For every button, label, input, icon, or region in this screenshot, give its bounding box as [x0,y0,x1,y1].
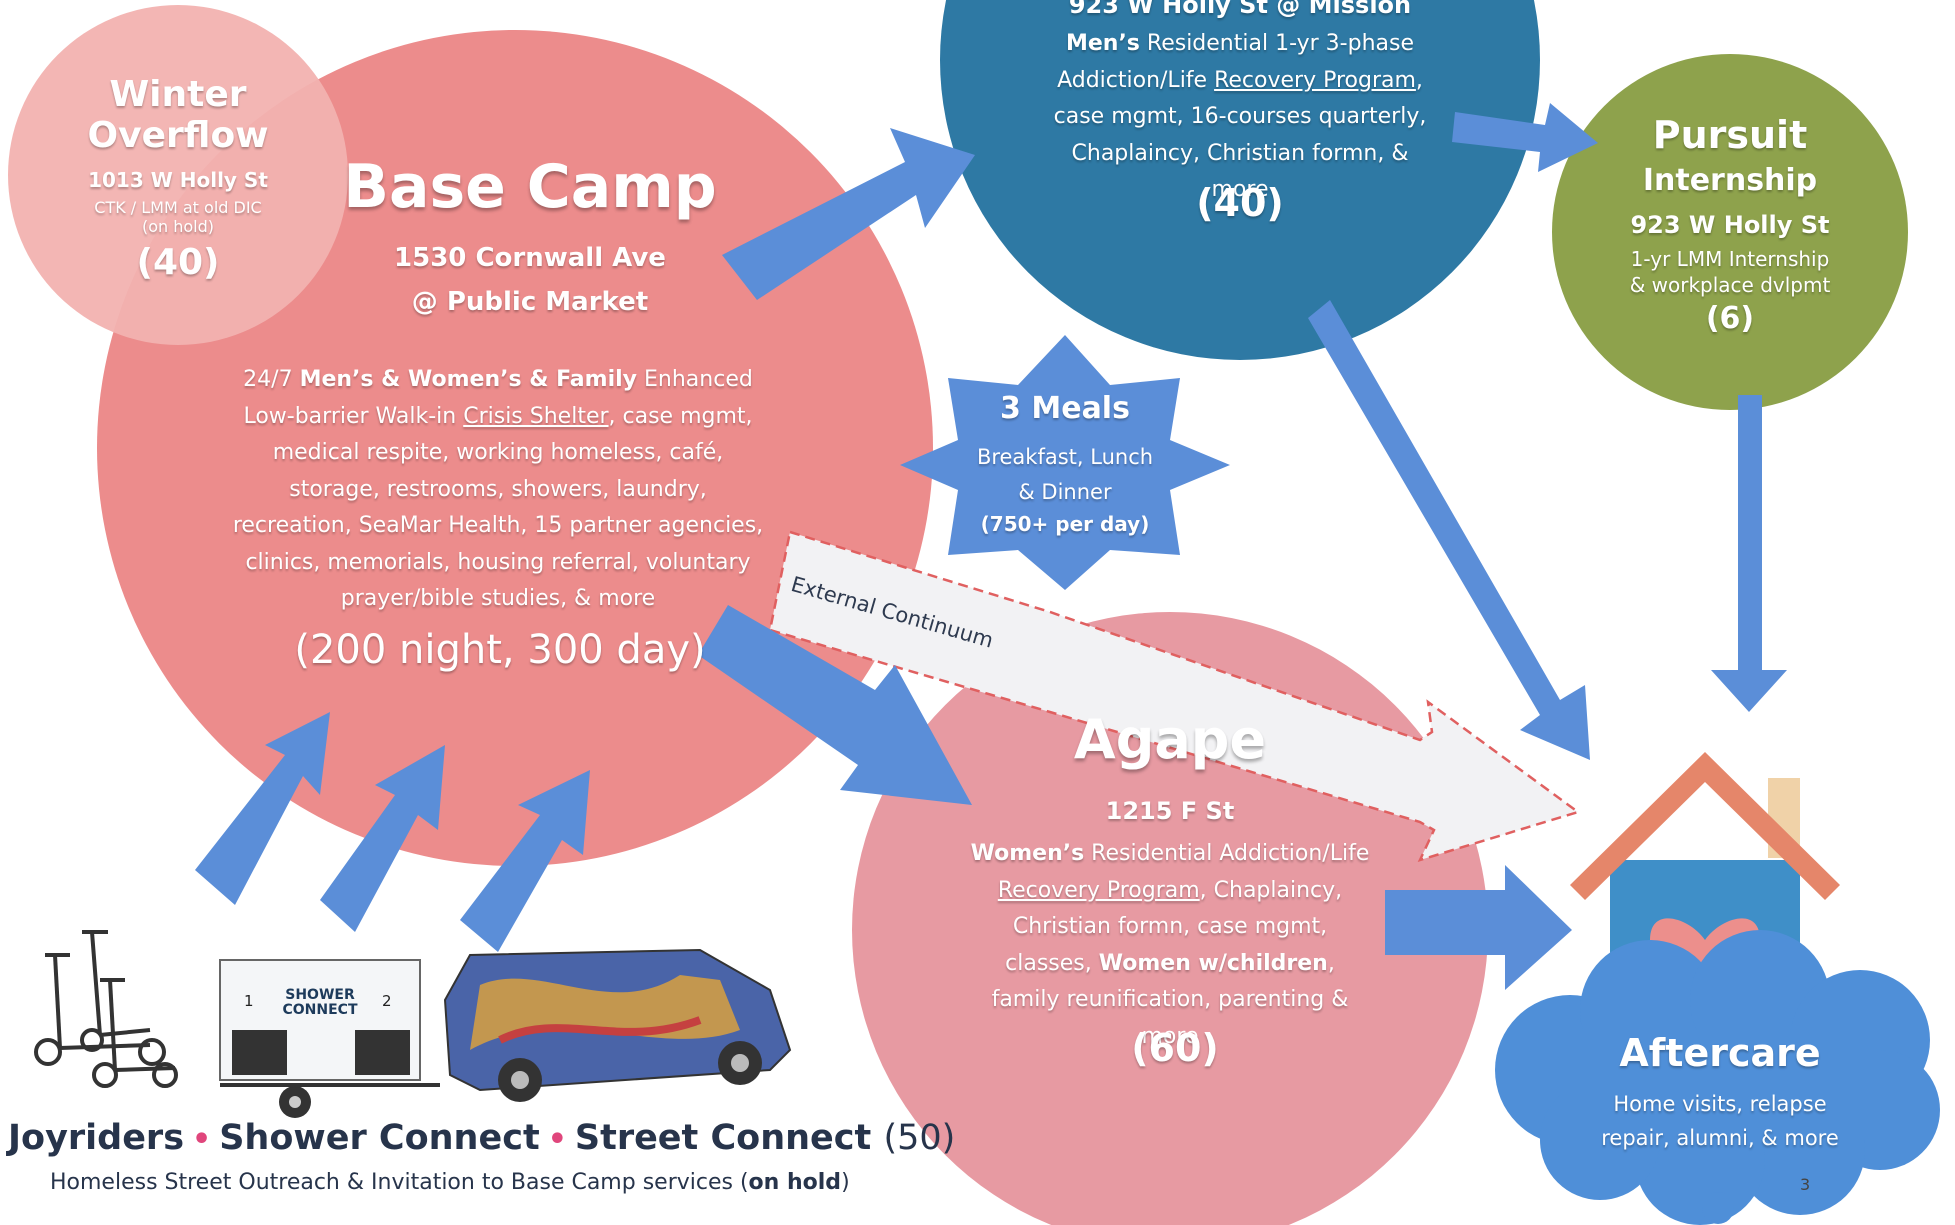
base-camp-description: 24/7 Men’s & Women’s & Family Enhanced L… [232,367,764,612]
cloud-icon [1495,930,1940,1225]
street-connect-label: Street Connect [574,1118,872,1158]
outreach-count: (50) [883,1118,956,1158]
outreach-subtitle: Homeless Street Outreach & Invitation to… [50,1170,850,1195]
winter-overflow-count: (40) [136,242,220,283]
mission-count: (40) [1196,181,1284,225]
arrow-icon [722,128,975,300]
separator: • [192,1122,212,1157]
pursuit-title: Pursuit [1652,113,1808,157]
agape-title: Agape [1073,708,1267,771]
base-camp-count: (200 night, 300 day) [294,627,706,673]
meals-title: 3 Meals [1000,391,1130,426]
van-icon [443,948,792,1102]
winter-overflow-title: Winter Overflow [87,74,269,157]
arrow-icon [460,770,590,952]
agape-address: 1215 F St [1105,797,1235,825]
pursuit-circle [1552,54,1908,410]
winter-overflow-circle [8,5,348,345]
pursuit-address: 923 W Holly St [1630,211,1830,239]
arrow-icon [320,745,445,932]
meals-count: (750+ per day) [980,512,1150,536]
agape-description: Women’s Residential Addiction/Life Recov… [970,841,1370,1049]
mission-description: Men’s Residential 1-yr 3-phase Addiction… [1053,31,1427,203]
trailer-number-2: 2 [382,992,392,1010]
meals-description: Breakfast, Lunch & Dinner [976,445,1154,504]
aftercare-description: Home visits, relapse repair, alumni, & m… [1601,1092,1839,1150]
mission-circle [940,0,1540,360]
trailer-label: SHOWER CONNECT [282,987,358,1018]
arrow-icon [1711,395,1787,712]
page-number: 3 [1800,1175,1811,1194]
meals-star-icon [900,335,1230,590]
base-camp-address-1: 1530 Cornwall Ave [394,243,666,273]
scooter-icon [34,930,178,1088]
outreach-title: Joyriders•Shower Connect•Street Connect … [8,1118,955,1158]
trailer-number-1: 1 [244,992,254,1010]
agape-count: (60) [1131,1026,1219,1070]
pursuit-count: (6) [1705,301,1755,336]
external-continuum-arrow [768,530,1581,863]
base-camp-address-2: @ Public Market [411,287,649,317]
arrow-icon [195,712,330,905]
base-camp-title: Base Camp [343,152,717,222]
arrow-icon [1452,103,1598,172]
pursuit-description: 1-yr LMM Internship & workplace dvlpmt [1629,247,1831,297]
aftercare-title: Aftercare [1619,1031,1821,1075]
joyriders-label: Joyriders [8,1118,185,1158]
winter-overflow-address: 1013 W Holly St [88,168,268,192]
arrow-icon [1308,300,1590,760]
arrow-icon [1385,865,1572,990]
pursuit-subtitle: Internship [1642,163,1818,198]
separator: • [547,1122,567,1157]
mission-address: 923 W Holly St @ Mission [1068,0,1412,19]
winter-overflow-note: CTK / LMM at old DIC (on hold) [94,198,262,237]
shower-connect-label: Shower Connect [219,1118,540,1158]
arrow-icon [698,605,972,805]
trailer-icon [219,959,440,1118]
